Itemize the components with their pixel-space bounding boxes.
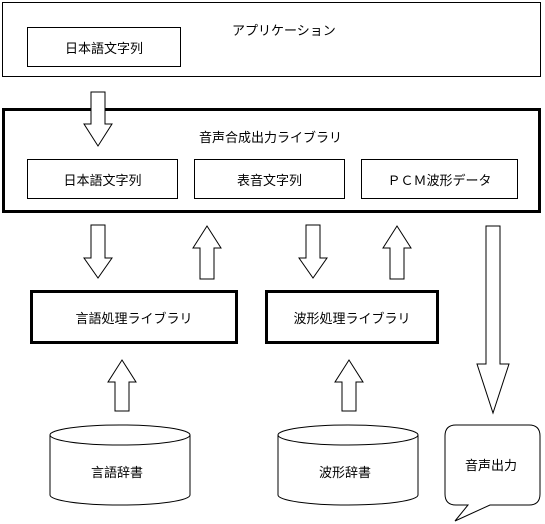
waveform-library-box: 波形処理ライブラリ <box>265 290 439 344</box>
arrow-synthesis-to-waveform <box>298 224 328 279</box>
arrow-synthesis-to-language <box>83 224 113 279</box>
arrow-waveform-to-synthesis <box>382 225 412 280</box>
synthesis-library-title: 音声合成出力ライブラリ <box>199 131 343 146</box>
language-library-label: 言語処理ライブラリ <box>75 311 193 327</box>
synthesis-box-pcm-waveform: ＰＣＭ波形データ <box>361 159 518 199</box>
audio-output-label: 音声出力 <box>465 459 518 474</box>
synthesis-box-pcm-waveform-label: ＰＣＭ波形データ <box>387 173 492 189</box>
arrow-dictionary-to-language <box>107 359 137 412</box>
language-library-box: 言語処理ライブラリ <box>30 290 238 344</box>
synthesis-box-phonetic-text: 表音文字列 <box>194 159 345 199</box>
synthesis-box-japanese-text: 日本語文字列 <box>27 159 178 199</box>
synthesis-box-japanese-text-label: 日本語文字列 <box>63 173 142 189</box>
arrow-dictionary-to-waveform <box>334 359 364 412</box>
synthesis-box-phonetic-text-label: 表音文字列 <box>236 173 302 189</box>
waveform-dictionary-cylinder <box>277 424 419 506</box>
audio-output-bubble <box>444 424 541 522</box>
arrow-language-to-synthesis <box>192 225 222 280</box>
arrow-app-to-synthesis <box>83 91 113 147</box>
application-text-box: 日本語文字列 <box>27 27 181 67</box>
arrow-pcm-to-audio-output <box>476 225 510 415</box>
waveform-dictionary-label: 波形辞書 <box>319 466 372 481</box>
application-text-label: 日本語文字列 <box>64 41 143 57</box>
language-dictionary-label: 言語辞書 <box>91 466 144 481</box>
waveform-library-label: 波形処理ライブラリ <box>293 311 411 327</box>
application-title: アプリケーション <box>232 24 336 39</box>
language-dictionary-cylinder <box>49 424 191 506</box>
